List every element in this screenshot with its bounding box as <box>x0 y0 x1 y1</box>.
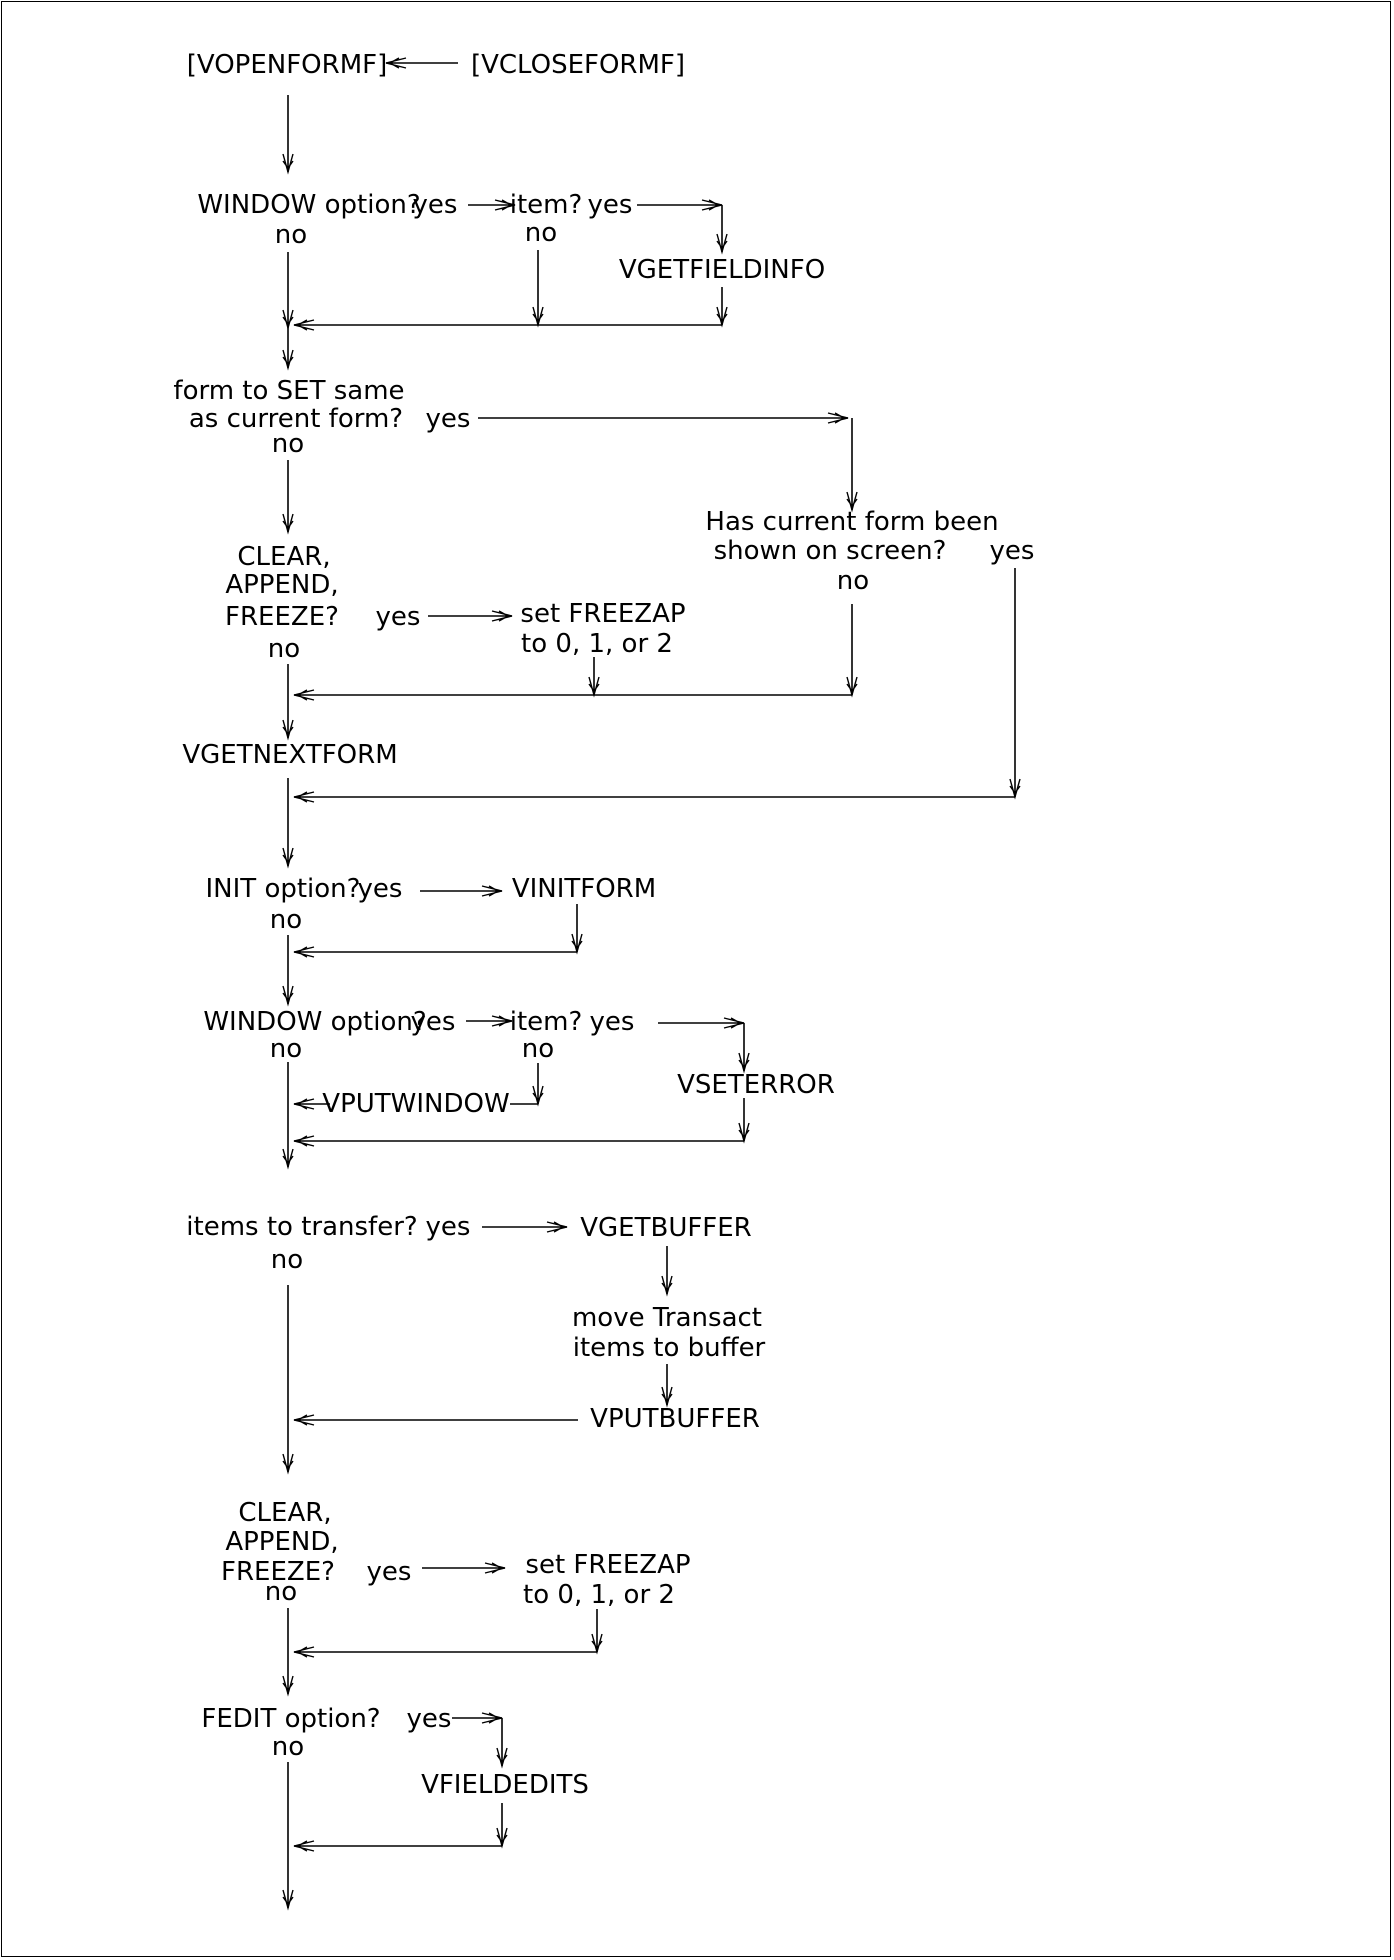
arrowhead-down-24 <box>282 985 294 1007</box>
arrowhead-down-41 <box>282 1675 294 1697</box>
node-label-freezap1-l1: set FREEZAP <box>520 599 685 629</box>
arrowhead-down-46 <box>282 1889 294 1911</box>
node-label-q-init: INIT option? <box>206 874 361 904</box>
arrowhead-down-17 <box>282 719 294 741</box>
arrowhead-right-2 <box>494 199 516 211</box>
arrowhead-down-20 <box>282 847 294 869</box>
node-label-q-caf1-l3: FREEZE? <box>225 602 339 632</box>
node-label-q-caf2-l2: APPEND, <box>225 1527 338 1557</box>
arrowhead-right-21 <box>481 885 503 897</box>
node-label-q1-item: item? <box>510 190 583 220</box>
arrowhead-left-29 <box>293 1098 315 1110</box>
node-label-vopenformf: [VOPENFORMF] <box>187 50 388 80</box>
node-label-q-caf2-l3: FREEZE? <box>221 1557 335 1587</box>
node-label-freezap2-l1: set FREEZAP <box>525 1550 690 1580</box>
node-label-q-caf1-yes: yes <box>376 602 421 632</box>
node-label-q2-item: item? <box>510 1007 583 1037</box>
node-label-q-transfer: items to transfer? <box>186 1212 417 1242</box>
arrowhead-right-38 <box>484 1562 506 1574</box>
arrowhead-left-0 <box>385 57 407 69</box>
node-label-q-shown-l2: shown on screen? <box>714 536 947 566</box>
node-label-q-sameform-l2: as current form? <box>189 404 403 434</box>
node-label-move-l1: move Transact <box>572 1303 762 1333</box>
node-label-q-init-no: no <box>270 905 302 935</box>
arrowhead-left-23 <box>293 946 315 958</box>
node-label-q1-window-no: no <box>275 220 307 250</box>
node-label-vgetnextform: VGETNEXTFORM <box>182 740 397 770</box>
node-label-vinitform: VINITFORM <box>512 874 656 904</box>
node-label-q1-item-no: no <box>525 218 557 248</box>
arrowhead-left-45 <box>293 1840 315 1852</box>
node-label-q-sameform-no: no <box>272 429 304 459</box>
node-label-q-transfer-yes: yes <box>426 1212 471 1242</box>
node-label-q-caf1-l2: APPEND, <box>225 570 338 600</box>
node-label-q-caf2-yes: yes <box>367 1557 412 1587</box>
node-label-q-shown-yes: yes <box>990 536 1035 566</box>
arrowhead-down-37 <box>282 1453 294 1475</box>
node-label-q-shown-no: no <box>837 566 869 596</box>
arrowhead-left-40 <box>293 1646 315 1658</box>
node-label-q2-item-yes: yes <box>590 1007 635 1037</box>
arrowhead-left-36 <box>293 1414 315 1426</box>
node-label-freezap2-l2: to 0, 1, or 2 <box>523 1580 675 1610</box>
arrowhead-right-10 <box>827 412 849 424</box>
node-label-q2-window-yes: yes <box>411 1007 456 1037</box>
node-label-q-transfer-no: no <box>271 1245 303 1275</box>
arrowhead-down-32 <box>282 1148 294 1170</box>
node-label-q-caf1-no: no <box>268 634 300 664</box>
arrowhead-down-35 <box>661 1386 673 1408</box>
arrowhead-down-4 <box>716 233 728 255</box>
node-label-vfieldedits: VFIELDEDITS <box>421 1770 589 1800</box>
arrowhead-down-9 <box>282 349 294 371</box>
node-label-q-fedit-yes: yes <box>407 1704 452 1734</box>
arrowhead-down-12 <box>282 513 294 535</box>
node-label-vgetbuffer: VGETBUFFER <box>580 1213 752 1243</box>
node-label-q1-item-yes: yes <box>588 190 633 220</box>
arrowhead-right-25 <box>491 1015 513 1027</box>
arrowhead-down-1 <box>282 153 294 175</box>
node-label-q2-item-no: no <box>522 1034 554 1064</box>
node-label-q1-window: WINDOW option? <box>197 190 420 220</box>
node-label-vgetfieldinfo: VGETFIELDINFO <box>619 255 825 285</box>
node-label-q1-window-yes: yes <box>413 190 458 220</box>
node-label-q-fedit-no: no <box>272 1732 304 1762</box>
node-label-vputwindow: VPUTWINDOW <box>322 1089 509 1119</box>
node-label-q2-window: WINDOW option? <box>203 1007 426 1037</box>
node-label-vseterror: VSETERROR <box>677 1070 835 1100</box>
node-label-vputbuffer: VPUTBUFFER <box>590 1404 760 1434</box>
node-label-q2-window-no: no <box>270 1034 302 1064</box>
node-label-q-sameform-l1: form to SET same <box>173 376 404 406</box>
arrowhead-left-19 <box>293 791 315 803</box>
arrowhead-right-33 <box>546 1221 568 1233</box>
arrowhead-down-27 <box>738 1052 750 1074</box>
node-label-q-caf2-l1: CLEAR, <box>238 1498 331 1528</box>
arrowhead-down-11 <box>846 491 858 513</box>
arrowhead-left-8 <box>293 319 315 331</box>
arrowhead-left-16 <box>293 689 315 701</box>
node-label-q-caf1-l1: CLEAR, <box>237 542 330 572</box>
arrowhead-down-43 <box>496 1747 508 1769</box>
node-label-move-l2: items to buffer <box>573 1333 766 1363</box>
node-label-q-sameform-yes: yes <box>426 404 471 434</box>
node-label-q-caf2-no: no <box>265 1577 297 1607</box>
node-label-q-fedit: FEDIT option? <box>201 1704 380 1734</box>
arrowhead-down-34 <box>661 1275 673 1297</box>
arrowhead-right-13 <box>491 610 513 622</box>
node-label-freezap1-l2: to 0, 1, or 2 <box>521 629 673 659</box>
arrowhead-left-31 <box>293 1135 315 1147</box>
node-label-q-init-yes: yes <box>358 874 403 904</box>
node-label-vcloseformf: [VCLOSEFORMF] <box>471 50 685 80</box>
